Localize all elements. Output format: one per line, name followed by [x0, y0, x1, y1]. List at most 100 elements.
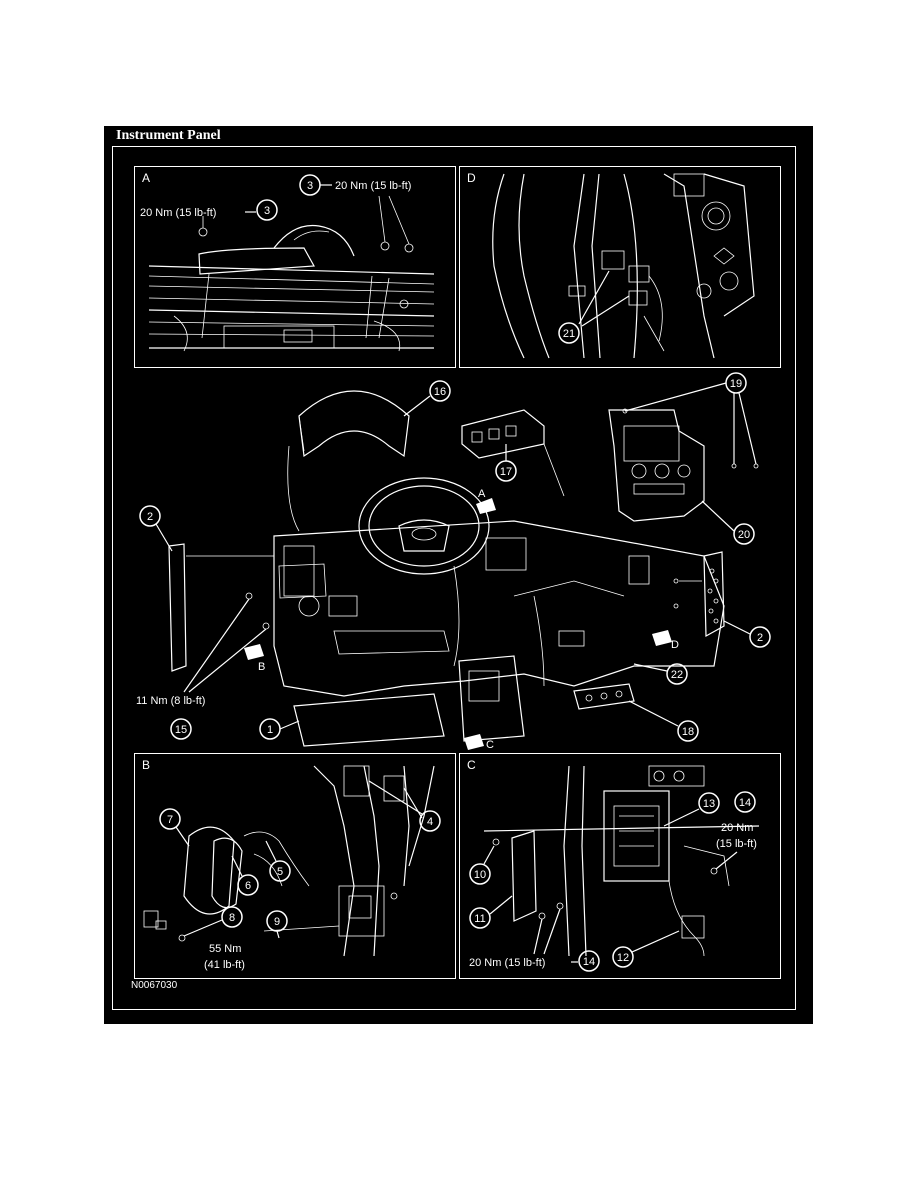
view-ref-d: D — [671, 639, 679, 651]
view-ref-b: B — [258, 661, 265, 673]
callout-circle — [677, 720, 699, 742]
view-a-letter: A — [142, 171, 150, 185]
leader — [738, 392, 757, 465]
callout-4: 4 — [427, 816, 433, 828]
leader — [578, 270, 610, 325]
leader — [663, 808, 700, 827]
callout-circle — [429, 380, 451, 402]
callout-3b: 3 — [307, 180, 313, 192]
view-a-panel-sketch — [148, 224, 435, 352]
callout-circle — [749, 626, 771, 648]
callout-circle — [237, 874, 259, 896]
leader — [388, 195, 410, 245]
callout-circle — [469, 907, 491, 929]
leader — [368, 780, 423, 815]
leader — [624, 382, 727, 412]
view-ref-arrow-a — [476, 498, 496, 514]
callout-6: 6 — [245, 880, 251, 892]
callout-14-top: 14 — [739, 797, 751, 809]
leader — [715, 851, 738, 870]
callout-17: 17 — [500, 466, 512, 478]
callout-circle — [578, 950, 600, 972]
view-d-letter: D — [467, 171, 476, 185]
callout-7: 7 — [167, 814, 173, 826]
leader — [701, 500, 735, 532]
leader — [489, 895, 513, 915]
callout-circle — [419, 810, 441, 832]
view-b-letter: B — [142, 758, 150, 772]
callout-circle — [170, 718, 192, 740]
view-d-sketch — [492, 173, 755, 359]
view-c-letter: C — [467, 758, 476, 772]
view-c-torque-right-line1: 20 Nm — [721, 822, 753, 834]
leader — [378, 195, 386, 243]
leader — [403, 395, 431, 417]
callout-circle — [221, 906, 243, 928]
callout-circle — [139, 505, 161, 527]
view-b-sketch — [143, 765, 435, 957]
view-c-torque-right-line2: (15 lb-ft) — [716, 838, 757, 850]
figure-id: N0067030 — [131, 980, 178, 991]
view-ref-a: A — [478, 488, 486, 500]
view-b-torque-line1: 55 Nm — [209, 943, 241, 955]
view-ref-arrow-b — [244, 644, 264, 660]
view-d-panel — [459, 166, 781, 368]
view-ref-arrow-d — [652, 630, 672, 646]
view-c-torque-bottom: 20 Nm (15 lb-ft) — [469, 957, 545, 969]
callout-15: 15 — [175, 724, 187, 736]
callout-circle — [159, 808, 181, 830]
callout-circle — [256, 199, 278, 221]
callout-12: 12 — [617, 952, 629, 964]
leader — [533, 918, 543, 955]
sheet-title: Instrument Panel — [116, 128, 221, 143]
view-b-torque-line2: (41 lb-ft) — [204, 959, 245, 971]
callout-11: 11 — [474, 913, 485, 925]
leader — [483, 845, 495, 865]
callout-circle — [558, 322, 580, 344]
callout-circle — [666, 663, 688, 685]
callout-10: 10 — [474, 869, 486, 881]
leader — [543, 908, 561, 955]
leader — [628, 700, 679, 727]
callout-14-bottom: 14 — [583, 956, 595, 968]
callout-8: 8 — [229, 912, 235, 924]
callout-22: 22 — [671, 669, 683, 681]
leader — [633, 663, 668, 672]
leader — [279, 720, 300, 730]
callout-circle — [469, 863, 491, 885]
diagram-frame — [112, 146, 796, 1010]
callout-21: 21 — [563, 328, 575, 340]
main-torque-left: 11 Nm (8 lb-ft) — [136, 695, 205, 707]
leader — [183, 598, 250, 693]
diagram-drawing: A 20 Nm (15 lb-ft) 3 3 20 Nm (15 lb-ft) — [131, 171, 771, 991]
callout-19: 19 — [730, 378, 742, 390]
instrument-panel-sheet: Instrument Panel A 20 Nm (15 lb-ft) 3 3 … — [104, 126, 813, 1024]
callout-5: 5 — [277, 866, 283, 878]
callout-16: 16 — [434, 386, 446, 398]
callout-3a: 3 — [264, 205, 270, 217]
callout-1: 1 — [267, 724, 273, 736]
leader — [188, 628, 267, 693]
leader — [183, 919, 223, 937]
callout-18: 18 — [682, 726, 694, 738]
leader — [175, 826, 190, 847]
bolt — [404, 243, 414, 253]
callout-circle — [734, 791, 756, 813]
leader — [403, 787, 423, 819]
view-c-sketch — [483, 765, 760, 957]
callout-circle — [733, 523, 755, 545]
callout-20: 20 — [738, 529, 750, 541]
callout-circle — [698, 792, 720, 814]
view-a-torque-right: 20 Nm (15 lb-ft) — [335, 180, 411, 192]
view-a-torque-left: 20 Nm (15 lb-ft) — [140, 207, 216, 219]
callout-13: 13 — [703, 798, 715, 810]
leader — [723, 620, 751, 635]
bolt — [380, 241, 390, 251]
leader — [276, 930, 280, 939]
callout-circle — [612, 946, 634, 968]
main-assembly-sketch — [168, 390, 759, 747]
view-ref-c: C — [486, 739, 494, 751]
callout-9: 9 — [274, 916, 280, 928]
leader — [265, 840, 277, 862]
bolt — [198, 227, 208, 237]
